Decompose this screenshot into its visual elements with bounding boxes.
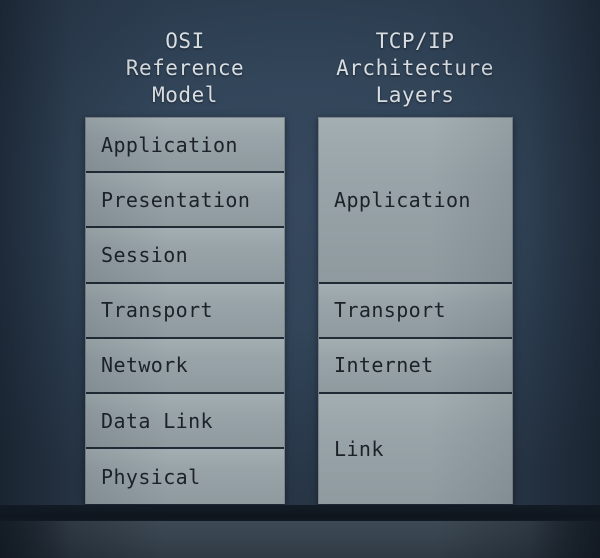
osi-layer-transport[interactable]: Transport <box>86 283 284 339</box>
osi-layer-session[interactable]: Session <box>86 228 284 284</box>
tcpip-layer-transport[interactable]: Transport <box>319 283 512 339</box>
osi-layer-physical[interactable]: Physical <box>86 449 284 505</box>
tcpip-layer-internet[interactable]: Internet <box>319 338 512 394</box>
tcpip-layer-link[interactable]: Link <box>319 393 512 505</box>
osi-layer-stack: Application Presentation Session Transpo… <box>85 117 285 505</box>
osi-layer-application[interactable]: Application <box>86 118 284 174</box>
tcpip-column-title: TCP/IP Architecture Layers <box>336 29 494 107</box>
osi-layer-presentation[interactable]: Presentation <box>86 173 284 229</box>
osi-layer-network[interactable]: Network <box>86 338 284 394</box>
tcpip-layer-stack: Application Transport Internet Link <box>318 117 513 505</box>
osi-layer-data-link[interactable]: Data Link <box>86 393 284 450</box>
tcpip-layer-application[interactable]: Application <box>319 118 512 284</box>
floor-surface <box>0 521 600 558</box>
osi-column-title: OSI Reference Model <box>125 29 245 107</box>
